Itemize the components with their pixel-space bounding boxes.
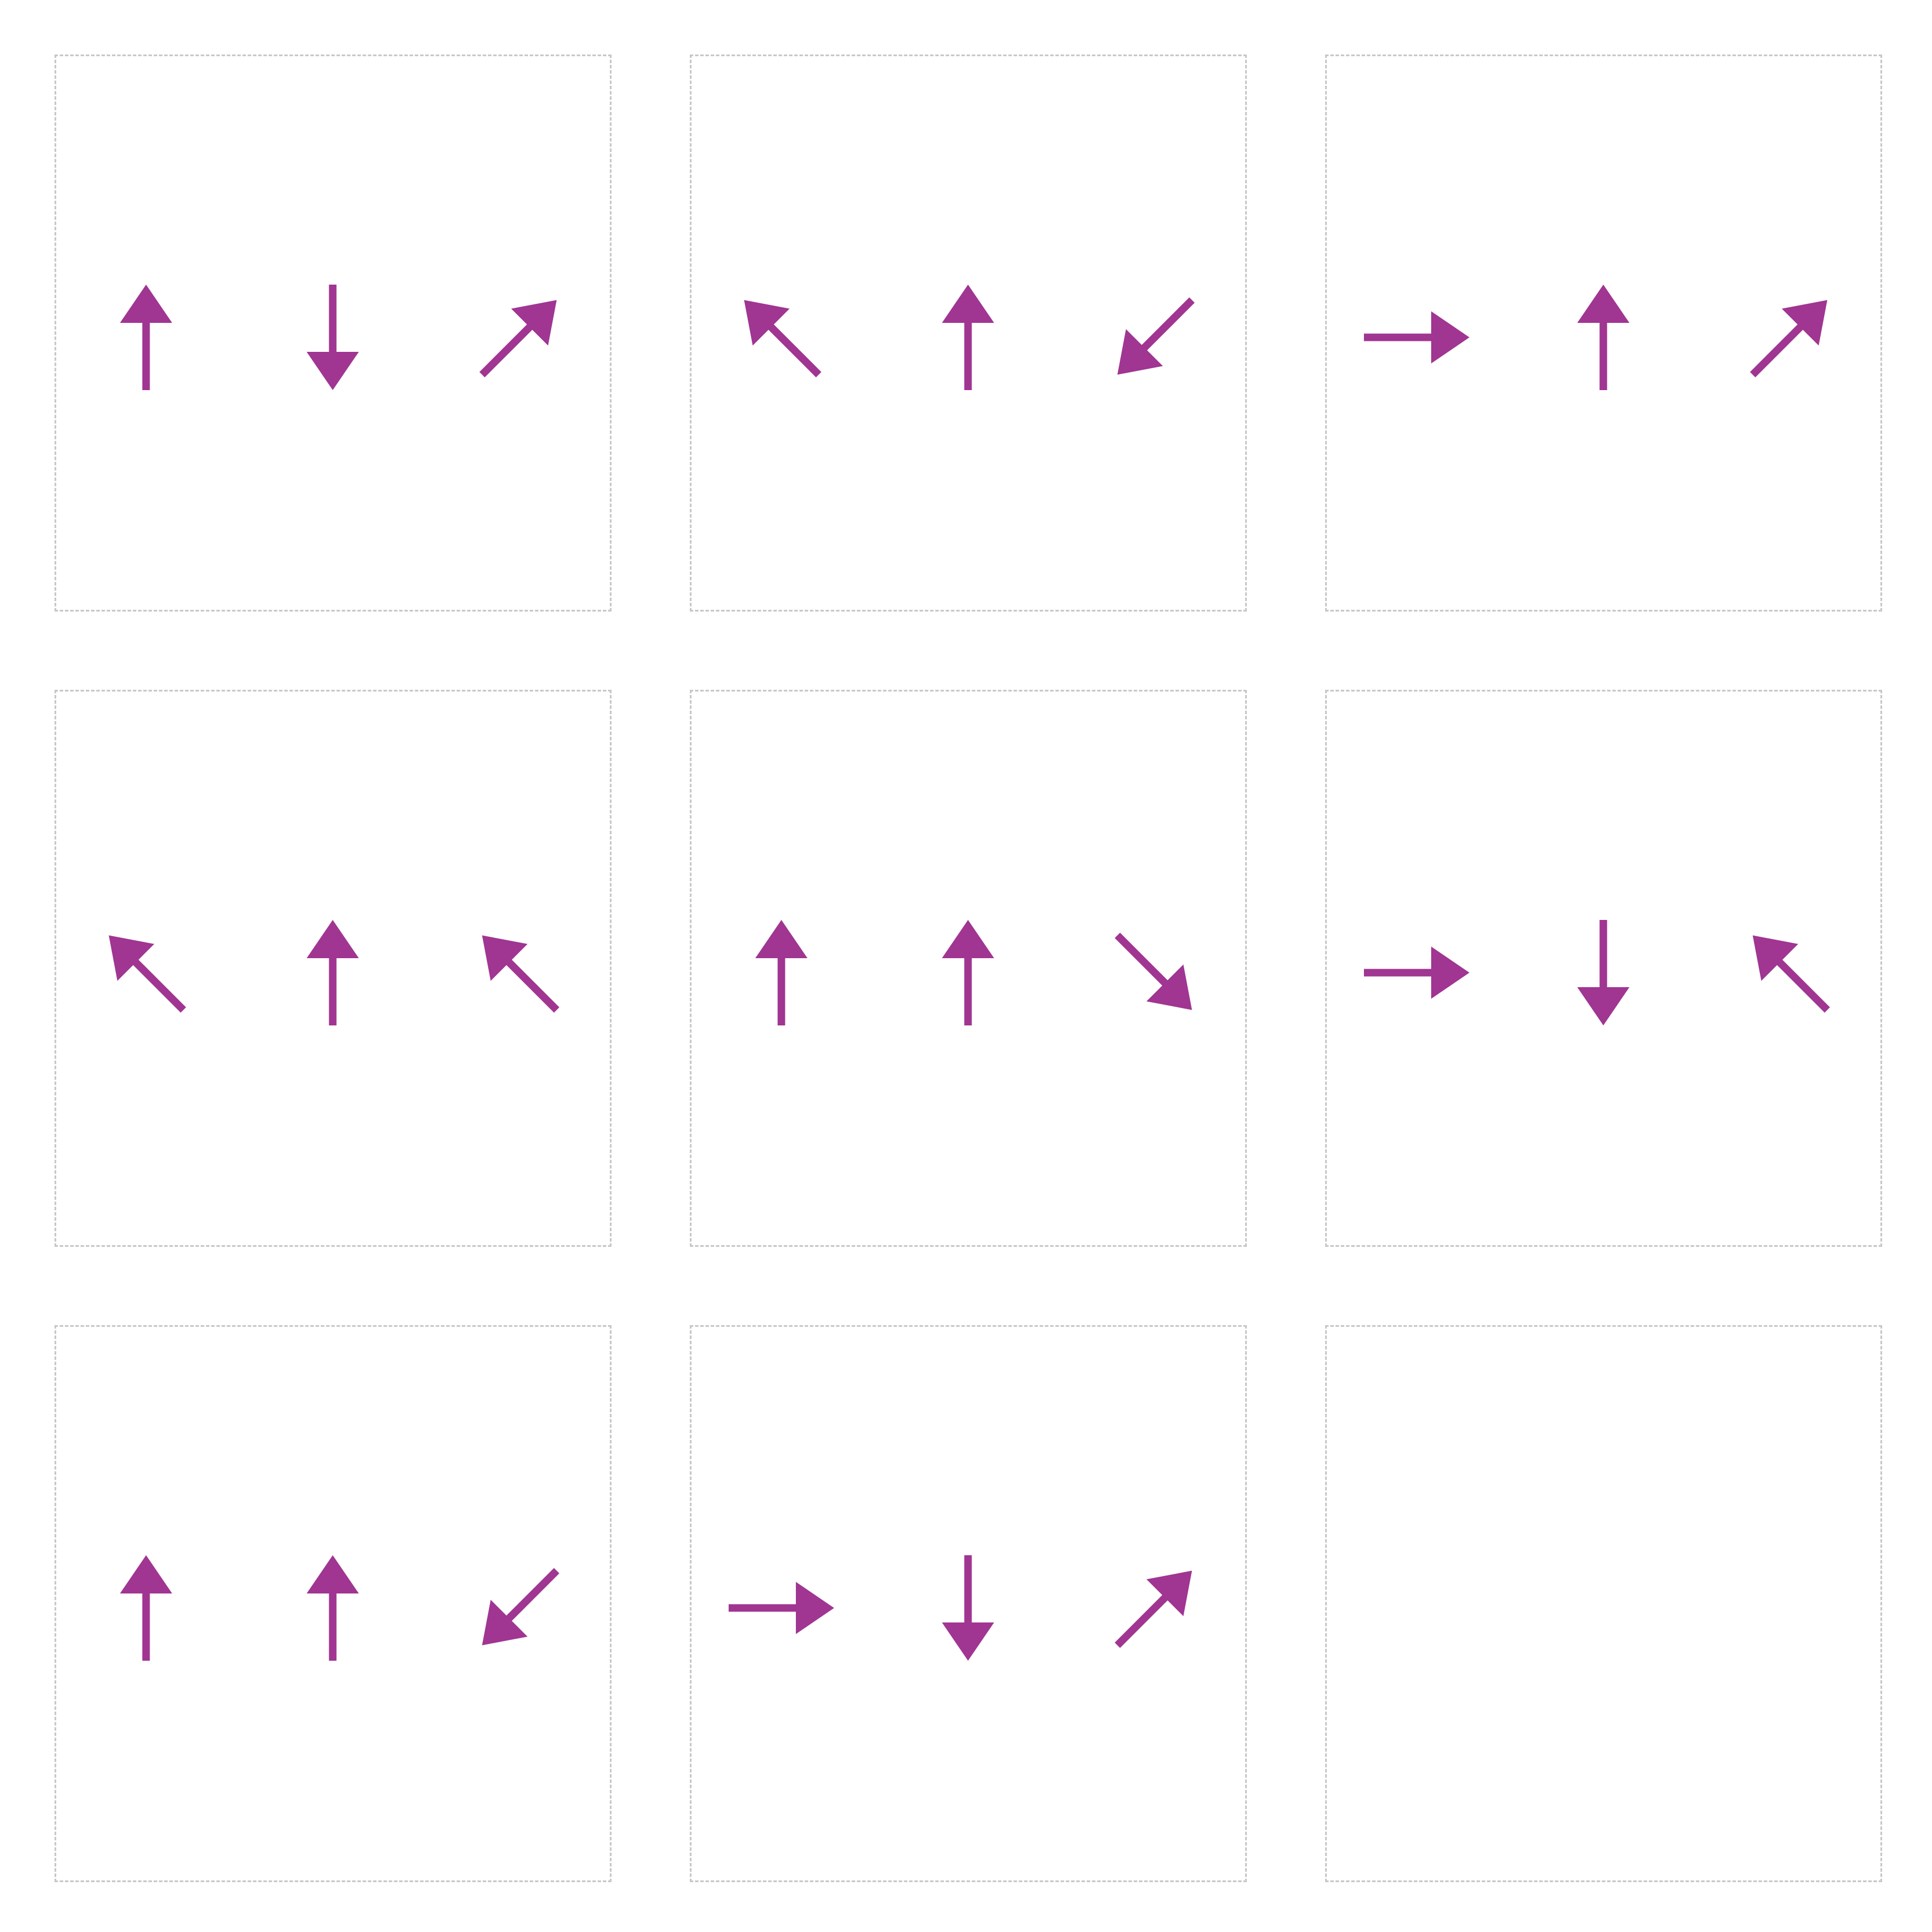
up-right-arrow-icon — [1115, 1570, 1192, 1648]
arrow-shaft — [729, 1604, 798, 1612]
up-arrow-icon — [307, 920, 359, 1025]
arrow-layer — [1364, 920, 1830, 1025]
grid-cell-2 — [690, 54, 1247, 612]
arrow-head — [511, 300, 557, 346]
arrow-shaft — [1750, 322, 1805, 377]
up-left-arrow-icon — [744, 300, 821, 377]
up-arrow-icon — [120, 1555, 172, 1661]
arrow-shaft — [964, 1555, 972, 1625]
arrow-head — [120, 1555, 172, 1593]
arrow-head — [1431, 311, 1469, 363]
arrow-shaft — [766, 322, 821, 377]
down-arrow-icon — [1577, 920, 1629, 1025]
arrow-head — [1431, 947, 1469, 999]
arrow-head — [307, 352, 359, 390]
arrow-head — [120, 285, 172, 323]
arrow-head — [307, 1555, 359, 1593]
arrow-shaft — [329, 285, 337, 354]
arrow-head — [942, 285, 994, 323]
up-right-arrow-icon — [1750, 300, 1828, 377]
arrow-shaft — [1599, 920, 1607, 989]
arrow-shaft — [1599, 321, 1607, 390]
up-arrow-icon — [755, 920, 807, 1025]
grid-cell-5 — [690, 690, 1247, 1247]
arrow-layer — [729, 1555, 1192, 1661]
up-arrow-icon — [942, 285, 994, 390]
up-arrow-icon — [120, 285, 172, 390]
arrow-shaft — [329, 1591, 337, 1661]
grid-cell-7 — [54, 1325, 612, 1882]
arrow-shaft — [1775, 958, 1830, 1013]
down-left-arrow-icon — [1117, 297, 1195, 375]
arrow-shaft — [479, 322, 534, 377]
down-left-arrow-icon — [482, 1568, 559, 1646]
grid-cell-8 — [690, 1325, 1247, 1882]
up-left-arrow-icon — [108, 935, 186, 1013]
arrow-head — [482, 1599, 528, 1646]
down-arrow-icon — [307, 285, 359, 390]
up-arrow-icon — [307, 1555, 359, 1661]
grid-cell-4 — [54, 690, 612, 1247]
down-arrow-icon — [942, 1555, 994, 1661]
arrow-head — [1752, 935, 1799, 981]
arrow-layer — [744, 285, 1195, 390]
grid-cell-1 — [54, 54, 612, 612]
arrow-layer — [120, 285, 557, 390]
arrow-head — [942, 1622, 994, 1661]
arrow-shaft — [329, 956, 337, 1025]
arrow-layer — [1327, 1327, 1884, 1884]
arrow-layer — [755, 920, 1192, 1025]
arrow-head — [744, 300, 790, 346]
arrow-shaft — [142, 321, 150, 390]
grid-cell-9-empty — [1325, 1325, 1882, 1882]
arrow-head — [1146, 964, 1192, 1010]
arrow-shaft — [1364, 333, 1433, 341]
arrow-layer — [108, 920, 559, 1025]
arrow-head — [755, 920, 807, 958]
arrow-head — [942, 920, 994, 958]
arrow-shaft — [964, 321, 972, 390]
right-arrow-icon — [1364, 947, 1469, 999]
up-arrow-icon — [942, 920, 994, 1025]
grid-cell-3 — [1325, 54, 1882, 612]
arrow-layer — [120, 1555, 559, 1661]
arrow-shaft — [1115, 933, 1170, 988]
arrow-head — [796, 1582, 834, 1634]
up-right-arrow-icon — [479, 300, 557, 377]
arrow-shaft — [131, 958, 186, 1013]
arrow-layer — [1364, 285, 1828, 390]
arrow-head — [482, 935, 528, 981]
arrow-head — [108, 935, 155, 981]
arrow-head — [1577, 987, 1629, 1025]
up-left-arrow-icon — [482, 935, 559, 1013]
arrow-head — [1577, 285, 1629, 323]
down-right-arrow-icon — [1115, 933, 1192, 1010]
up-arrow-icon — [1577, 285, 1629, 390]
arrow-shaft — [142, 1591, 150, 1661]
arrow-shaft — [964, 956, 972, 1025]
right-arrow-icon — [1364, 311, 1469, 363]
arrow-shaft — [1140, 297, 1195, 352]
arrow-head — [307, 920, 359, 958]
arrow-head — [1117, 329, 1163, 375]
arrow-head — [1781, 300, 1828, 346]
up-left-arrow-icon — [1752, 935, 1830, 1013]
arrow-shaft — [1115, 1593, 1170, 1648]
arrow-shaft — [504, 1568, 559, 1623]
arrow-head — [1146, 1570, 1192, 1617]
arrow-shaft — [504, 958, 559, 1013]
right-arrow-icon — [729, 1582, 834, 1634]
arrow-shaft — [777, 956, 785, 1025]
grid-cell-6 — [1325, 690, 1882, 1247]
arrow-shaft — [1364, 969, 1433, 977]
